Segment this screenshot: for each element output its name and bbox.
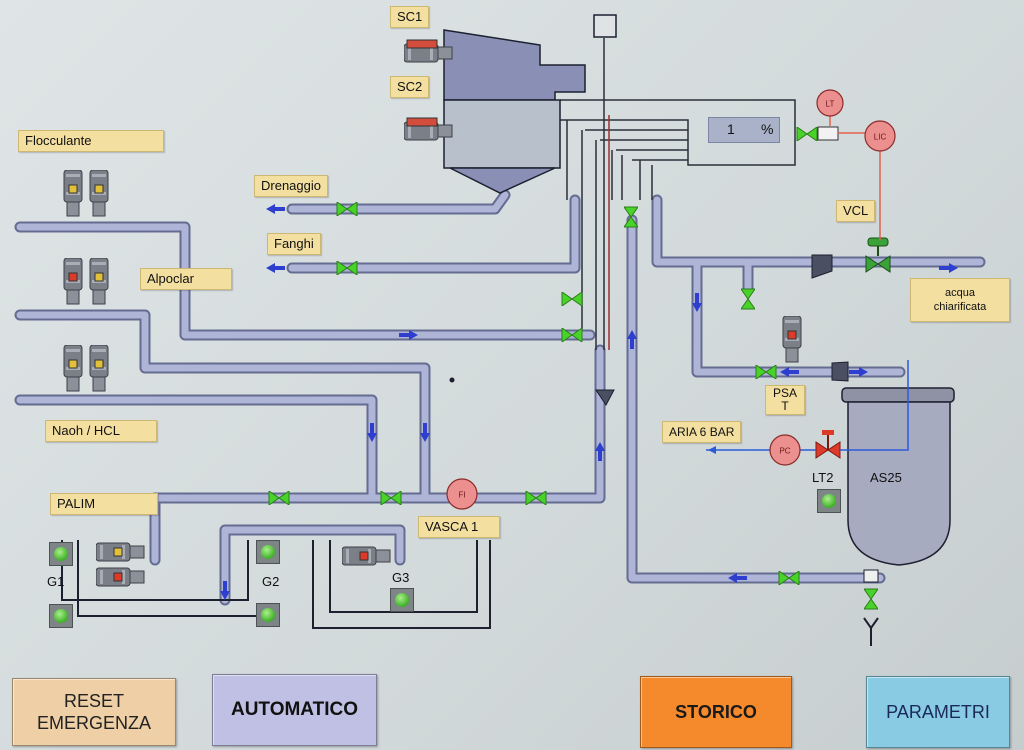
- status-lamp-g2-bottom[interactable]: [256, 603, 280, 627]
- label-flocculante: Flocculante: [18, 130, 164, 152]
- level-transmitter-body: [817, 126, 839, 141]
- air-valve: [815, 430, 841, 459]
- green-status-icon: [822, 494, 836, 508]
- pipe-network: [14, 189, 986, 606]
- drain-symbol: [863, 617, 879, 646]
- green-status-icon: [54, 547, 68, 561]
- label-palim: PALIM: [50, 493, 158, 515]
- instrument-lt: LT: [816, 89, 844, 117]
- label-aria-6-bar: ARIA 6 BAR: [662, 421, 742, 443]
- vasca1-tank: [61, 540, 491, 629]
- level-readout: 1 %: [708, 117, 780, 143]
- green-status-icon: [261, 545, 275, 559]
- label-acqua-chiarificata: acqua chiarificata: [910, 278, 1010, 322]
- parametri-button[interactable]: PARAMETRI: [866, 676, 1010, 748]
- green-status-icon: [54, 609, 68, 623]
- label-vcl: VCL: [836, 200, 876, 222]
- instrument-fi: FI: [446, 478, 478, 510]
- signal-lines: [706, 115, 909, 454]
- level-value: 1: [727, 121, 735, 137]
- label-fanghi: Fanghi: [267, 233, 321, 255]
- instrument-pc: PC: [769, 434, 801, 466]
- process-lines: [560, 38, 796, 350]
- instrument-fi-label: FI: [458, 491, 465, 500]
- green-status-icon: [261, 608, 275, 622]
- pump-status-lights: [68, 39, 797, 582]
- green-status-icon: [395, 593, 409, 607]
- level-unit: %: [761, 121, 774, 137]
- clarifier: [443, 14, 617, 194]
- label-naoh-hcl: Naoh / HCL: [45, 420, 157, 442]
- flow-arrows: [220, 204, 958, 600]
- label-vasca1: VASCA 1: [418, 516, 500, 538]
- status-lamp-g1-bottom[interactable]: [49, 604, 73, 628]
- label-g3: G3: [392, 570, 410, 585]
- label-g1: G1: [47, 574, 65, 589]
- reset-emergenza-button[interactable]: RESET EMERGENZA: [12, 678, 176, 746]
- instrument-lt-label: LT: [826, 100, 835, 109]
- label-sc1: SC1: [390, 6, 430, 28]
- label-lt2: LT2: [812, 470, 834, 485]
- status-lamp-lt2[interactable]: [817, 489, 841, 513]
- label-sc2: SC2: [390, 76, 430, 98]
- automatico-button[interactable]: AUTOMATICO: [212, 674, 377, 746]
- instrument-pc-label: PC: [779, 447, 790, 456]
- status-lamp-g3[interactable]: [390, 588, 414, 612]
- flow-elements: [595, 254, 849, 406]
- label-g2: G2: [262, 574, 280, 589]
- label-as25: AS25: [870, 470, 902, 485]
- label-alpoclar: Alpoclar: [140, 268, 232, 290]
- control-valve-vcl: [865, 237, 891, 273]
- as25-tank: [841, 387, 955, 583]
- label-drenaggio: Drenaggio: [254, 175, 328, 197]
- instrument-lic: LIC: [864, 120, 896, 152]
- status-lamp-g2-top[interactable]: [256, 540, 280, 564]
- storico-button[interactable]: STORICO: [640, 676, 792, 748]
- label-psat: PSA T: [765, 385, 805, 415]
- status-lamp-g1-top[interactable]: [49, 542, 73, 566]
- instrument-lic-label: LIC: [874, 133, 887, 142]
